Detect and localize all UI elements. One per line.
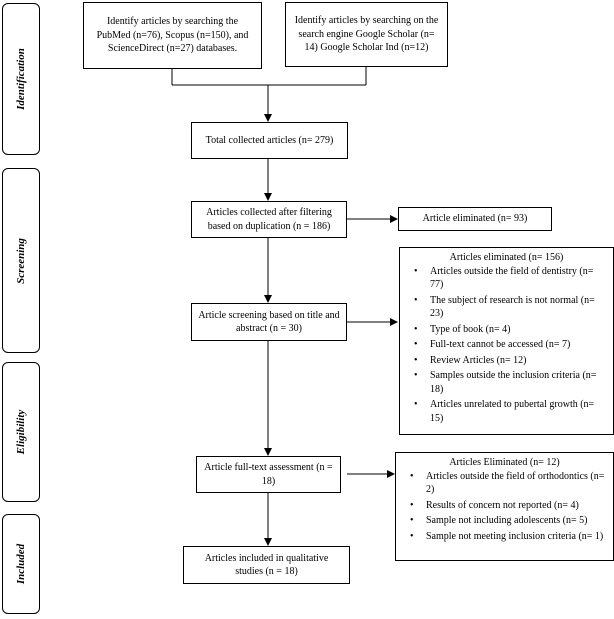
phase-included: Included bbox=[2, 514, 40, 614]
list-item: Samples outside the inclusion criteria (… bbox=[406, 369, 607, 396]
phase-identification: Identification bbox=[2, 3, 40, 155]
box-eliminated-duplicates: Article eliminated (n= 93) bbox=[398, 207, 552, 231]
list-item: Articles unrelated to pubertal growth (n… bbox=[406, 398, 607, 425]
box-databases-text: Identify articles by searching the PubMe… bbox=[96, 16, 249, 55]
phase-eligibility: Eligibility bbox=[2, 362, 40, 502]
list-item: The subject of research is not normal (n… bbox=[406, 294, 607, 321]
list-item: Sample not meeting inclusion criteria (n… bbox=[402, 530, 607, 544]
phase-screening: Screening bbox=[2, 168, 40, 353]
eliminated-fulltext-title: Articles Eliminated (n= 12) bbox=[449, 457, 560, 468]
list-item: Articles outside the field of dentistry … bbox=[406, 265, 607, 292]
box-eliminated-screening: Articles eliminated (n= 156) Articles ou… bbox=[399, 247, 614, 435]
eliminated-fulltext-list: Articles outside the field of orthodonti… bbox=[402, 470, 607, 544]
list-item: Type of book (n= 4) bbox=[406, 323, 607, 337]
box-title-abstract: Article screening based on title and abs… bbox=[191, 303, 347, 341]
eliminated-screening-list: Articles outside the field of dentistry … bbox=[406, 265, 607, 426]
box-full-text: Article full-text assessment (n = 18) bbox=[196, 456, 341, 493]
phase-included-label: Included bbox=[15, 543, 27, 585]
list-item: Full-text cannot be accessed (n= 7) bbox=[406, 338, 607, 352]
box-included-studies: Articles included in qualitative studies… bbox=[183, 546, 350, 584]
box-included-studies-text: Articles included in qualitative studies… bbox=[204, 552, 329, 578]
box-total-collected: Total collected articles (n= 279) bbox=[191, 122, 348, 159]
list-item: Sample not including adolescents (n= 5) bbox=[402, 514, 607, 528]
box-databases: Identify articles by searching the PubMe… bbox=[83, 2, 262, 69]
phase-eligibility-label: Eligibility bbox=[15, 409, 27, 455]
box-google-scholar-text: Identify articles by searching on the se… bbox=[294, 15, 439, 54]
box-eliminated-duplicates-text: Article eliminated (n= 93) bbox=[422, 213, 528, 225]
box-full-text-text: Article full-text assessment (n = 18) bbox=[204, 462, 333, 487]
box-eliminated-fulltext: Articles Eliminated (n= 12) Articles out… bbox=[395, 452, 614, 561]
box-after-duplication-text: Articles collected after filtering based… bbox=[206, 207, 332, 232]
list-item: Review Articles (n= 12) bbox=[406, 354, 607, 368]
phase-screening-label: Screening bbox=[15, 237, 27, 284]
box-google-scholar: Identify articles by searching on the se… bbox=[285, 2, 448, 67]
list-item: Results of concern not reported (n= 4) bbox=[402, 499, 607, 513]
box-title-abstract-text: Article screening based on title and abs… bbox=[198, 309, 340, 335]
phase-identification-label: Identification bbox=[15, 48, 27, 110]
box-after-duplication: Articles collected after filtering based… bbox=[191, 201, 347, 238]
eliminated-screening-title: Articles eliminated (n= 156) bbox=[449, 252, 564, 263]
list-item: Articles outside the field of orthodonti… bbox=[402, 470, 607, 497]
box-total-collected-text: Total collected articles (n= 279) bbox=[205, 134, 334, 146]
